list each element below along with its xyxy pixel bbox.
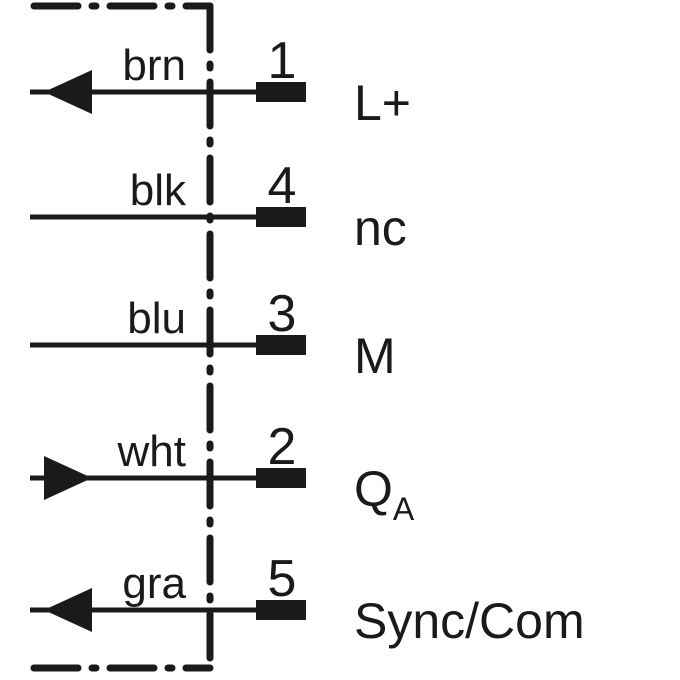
signal-subscript: A: [393, 491, 415, 527]
arrow-right-icon: [44, 456, 92, 500]
pin-number: 1: [268, 32, 297, 90]
housing-outline: [30, 2, 214, 672]
signal-main: L+: [354, 75, 411, 131]
pin-terminal: [256, 600, 306, 620]
wire-color-label: wht: [117, 427, 186, 476]
signal-main: Q: [354, 461, 393, 517]
pin-terminal: [256, 468, 306, 488]
signal-name: M: [354, 328, 396, 384]
pin-number: 4: [268, 157, 297, 215]
arrow-left-icon: [44, 70, 92, 114]
arrow-left-icon: [44, 588, 92, 632]
wire-color-label: blu: [127, 294, 186, 343]
signal-name: L+: [354, 75, 411, 131]
signal-name: QA: [354, 461, 415, 527]
pin-number: 3: [268, 285, 297, 343]
signal-name: nc: [354, 200, 407, 256]
signal-main: Sync/Com: [354, 593, 585, 649]
wire-color-label: blk: [130, 166, 187, 215]
pin-terminal: [256, 207, 306, 227]
pin-terminal: [256, 82, 306, 102]
pin-row-4: blk 4 nc: [30, 157, 407, 256]
pin-number: 5: [268, 550, 297, 608]
pin-row-3: blu 3M: [30, 285, 396, 384]
pin-row-1: brn 1L+: [30, 32, 411, 131]
signal-name: Sync/Com: [354, 593, 585, 649]
wire-color-label: gra: [122, 559, 186, 608]
wire-color-label: brn: [122, 41, 186, 90]
pin-terminal: [256, 335, 306, 355]
pin-row-2: wht 2QA: [30, 418, 415, 527]
signal-main: M: [354, 328, 396, 384]
pin-number: 2: [268, 418, 297, 476]
signal-main: nc: [354, 200, 407, 256]
